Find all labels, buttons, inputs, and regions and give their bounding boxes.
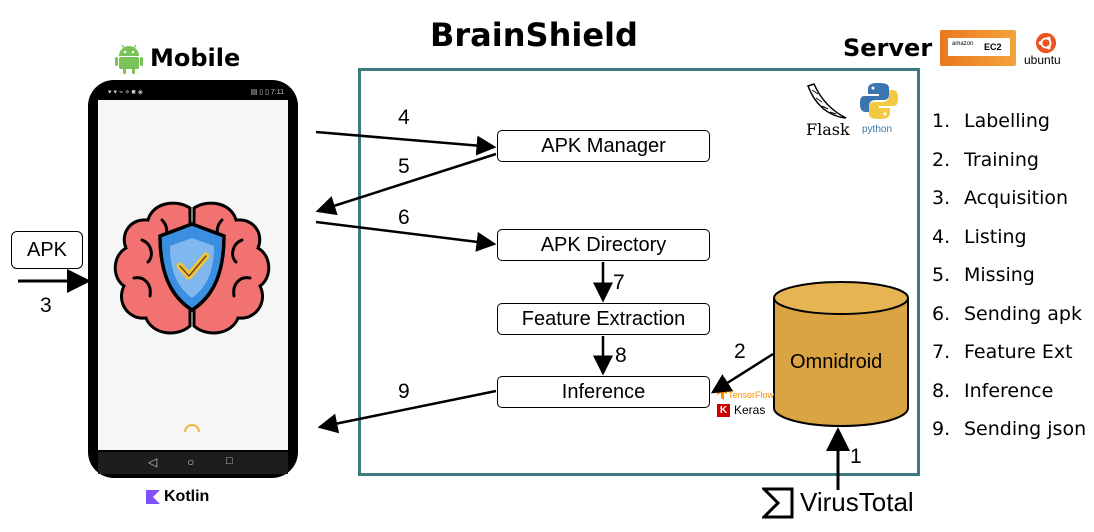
- flask-label: Flask: [806, 120, 850, 139]
- virustotal-icon: [762, 487, 794, 519]
- aws-ec2-logo: amazon EC2: [940, 30, 1016, 66]
- arrow-label-4: 4: [398, 106, 410, 129]
- list-item: 7.Feature Ext: [932, 341, 1073, 363]
- list-item: 3.Acquisition: [932, 187, 1069, 209]
- arrow-label-3: 3: [40, 294, 52, 317]
- arrow-label-2: 2: [734, 340, 746, 363]
- python-label: python: [862, 124, 893, 135]
- list-item: 8.Inference: [932, 379, 1054, 402]
- inference-box: Inference: [497, 376, 710, 408]
- flask-horn-icon: [807, 83, 847, 119]
- list-item: 5.Missing: [932, 264, 1035, 286]
- arrow-5: [315, 152, 497, 216]
- back-icon[interactable]: ◁: [148, 455, 158, 469]
- phone-nav-bar: ◁ ○ □: [98, 452, 288, 474]
- list-item: 1.Labelling: [932, 110, 1050, 132]
- tensorflow-label: TensorFlow: [728, 390, 775, 400]
- ec2-text: EC2: [984, 42, 1002, 52]
- keras-label: Keras: [734, 403, 766, 417]
- feature-extraction-box: Feature Extraction: [497, 303, 710, 335]
- python-icon: [860, 83, 898, 119]
- list-item: 9.Sending json: [932, 418, 1087, 440]
- mobile-label: Mobile: [150, 44, 241, 72]
- kotlin-icon: [146, 490, 160, 504]
- keras-icon: K: [717, 404, 730, 417]
- diagram-title: BrainShield: [430, 16, 638, 54]
- arrow-label-7: 7: [613, 271, 625, 294]
- amazon-text: amazon: [952, 41, 974, 47]
- arrow-2: [710, 352, 774, 394]
- arrow-9: [317, 389, 497, 434]
- phone-status-bar: ▾ ▾ ⌁ ⋄ ■ ◈ ▤ ▯ ▯ 7:11: [108, 89, 284, 96]
- arrow-label-5: 5: [398, 155, 410, 178]
- home-icon[interactable]: ○: [187, 455, 195, 469]
- list-item: 2.Training: [932, 148, 1039, 171]
- list-item: 4.Listing: [932, 225, 1027, 248]
- arrow-4: [315, 130, 497, 156]
- virustotal-label: VirusTotal: [800, 487, 914, 517]
- brain-shield-icon: [113, 201, 271, 335]
- server-boundary: [358, 68, 920, 476]
- arrow-6: [315, 220, 497, 252]
- ubuntu-text: ubuntu: [1024, 53, 1061, 67]
- recents-icon[interactable]: □: [226, 455, 233, 467]
- omnidroid-label: Omnidroid: [790, 351, 883, 373]
- android-icon: [115, 44, 143, 74]
- apk-manager-box: APK Manager: [497, 130, 710, 162]
- omnidroid-database: [773, 281, 909, 427]
- ubuntu-icon: [1035, 32, 1057, 54]
- arrow-label-9: 9: [398, 380, 410, 403]
- server-label: Server: [843, 34, 933, 62]
- list-item: 6.Sending apk: [932, 302, 1082, 325]
- arrow-label-1: 1: [850, 445, 862, 468]
- arrow-label-8: 8: [615, 344, 627, 367]
- apk-directory-box: APK Directory: [497, 229, 710, 261]
- arrow-label-6: 6: [398, 206, 410, 229]
- apk-input-box: APK: [11, 231, 83, 269]
- loading-spinner-icon: [184, 424, 200, 433]
- kotlin-label: Kotlin: [164, 488, 210, 505]
- step-list: 1.Labelling 2.Training 3.Acquisition 4.L…: [932, 102, 1086, 449]
